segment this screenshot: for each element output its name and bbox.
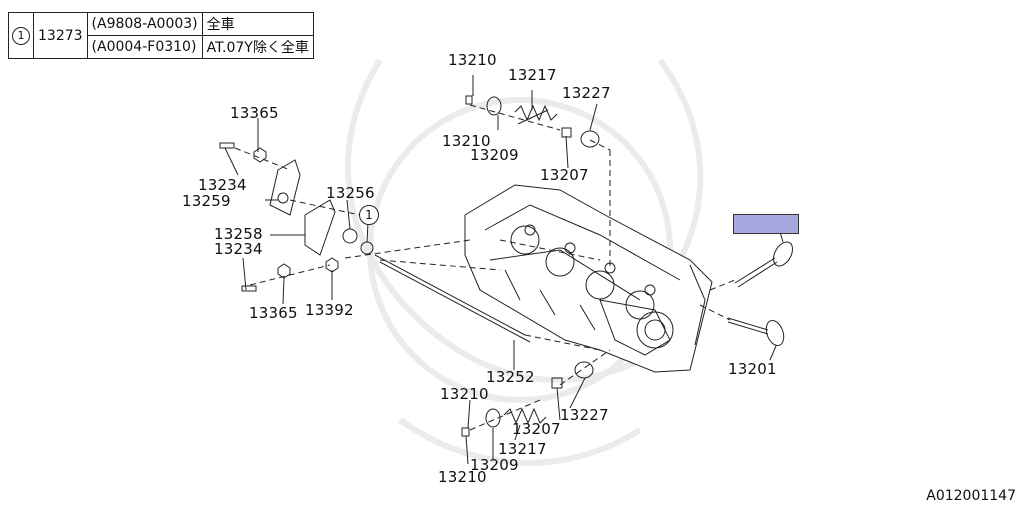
label-13365-top[interactable]: 13365	[230, 104, 279, 122]
applicability-table: 1 13273 (A9808-A0003) 全車 (A0004-F0310) A…	[8, 12, 314, 59]
label-13217-top[interactable]: 13217	[508, 66, 557, 84]
applicability-2: AT.07Y除く全車	[201, 35, 314, 59]
label-13210-top[interactable]: 13210	[448, 51, 497, 69]
label-13259[interactable]: 13259	[182, 192, 231, 210]
label-13201[interactable]: 13201	[728, 360, 777, 378]
valve-intake	[734, 241, 793, 288]
label-13207-bottom[interactable]: 13207	[512, 420, 561, 438]
label-13207-top[interactable]: 13207	[540, 166, 589, 184]
label-13256[interactable]: 13256	[326, 184, 375, 202]
label-13209-top[interactable]: 13209	[470, 146, 519, 164]
valve-exhaust	[727, 317, 785, 347]
label-13252[interactable]: 13252	[486, 368, 535, 386]
label-13234-top[interactable]: 13234	[198, 176, 247, 194]
label-13258[interactable]: 13258	[214, 225, 263, 243]
label-13365-bottom[interactable]: 13365	[249, 304, 298, 322]
label-13227-bottom[interactable]: 13227	[560, 406, 609, 424]
leader-lines	[234, 104, 736, 431]
part-number-cell: 13273	[33, 12, 88, 59]
callout-leaders	[224, 103, 784, 465]
applicability-1: 全車	[201, 12, 314, 36]
ref-marker-cell: 1	[8, 12, 34, 59]
label-13227-top[interactable]: 13227	[562, 84, 611, 102]
label-13392[interactable]: 13392	[305, 301, 354, 319]
highlighted-part-marker[interactable]	[733, 214, 799, 234]
valve-train-bottom	[461, 361, 594, 437]
ref-marker: 1	[12, 26, 30, 45]
label-13209-bottom[interactable]: 13209	[470, 456, 519, 474]
label-13210-bottom-2[interactable]: 13210	[438, 468, 487, 486]
label-13210-top-2[interactable]: 13210	[442, 132, 491, 150]
diagram-code: A012001147	[926, 488, 1016, 504]
valve-train-top	[465, 75, 600, 148]
label-13217-bottom[interactable]: 13217	[498, 440, 547, 458]
label-ref-1[interactable]: 1	[359, 205, 379, 225]
label-13234-mid[interactable]: 13234	[214, 240, 263, 258]
cylinder-head	[464, 184, 713, 373]
label-13210-bottom[interactable]: 13210	[440, 385, 489, 403]
